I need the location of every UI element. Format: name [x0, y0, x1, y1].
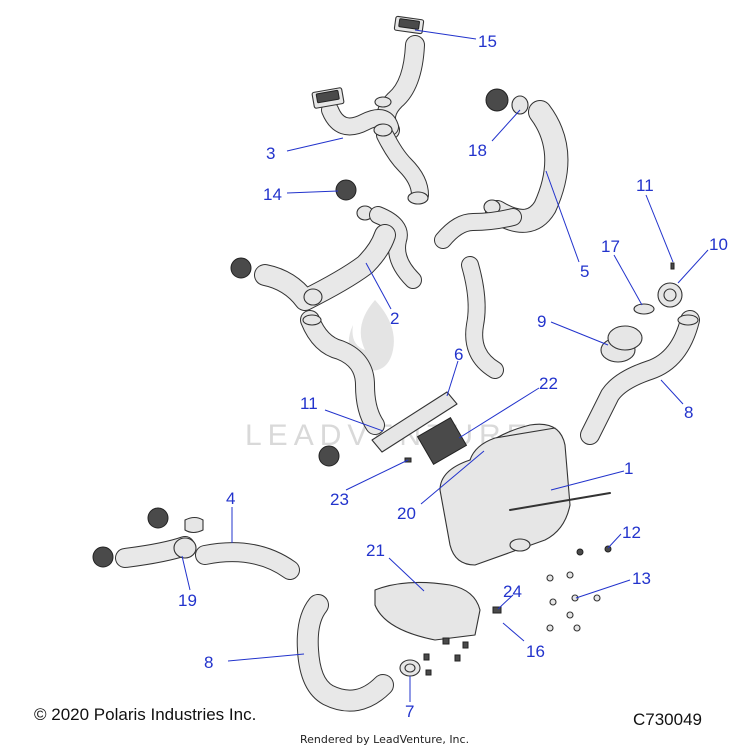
exhaust-hose-lower: [296, 594, 421, 712]
lower-shield-and-hardware: [374, 545, 612, 676]
resonator-part-9: [600, 325, 643, 363]
intake-hose-lower-left: [92, 507, 300, 580]
callout-22: 22: [539, 374, 558, 393]
copyright-notice: © 2020 Polaris Industries Inc.: [34, 705, 257, 724]
callout-9: 9: [537, 312, 546, 331]
callout-15: 15: [478, 32, 497, 51]
callout-12: 12: [622, 523, 641, 542]
callout-17: 17: [601, 237, 620, 256]
heat-shield-bracket-assembly: [318, 391, 468, 467]
callout-labels: 15 3 18 14 11 10 17 5 2 9 6 22 11 8 1 23…: [178, 32, 728, 721]
callout-8-lower: 8: [204, 653, 213, 672]
intake-duct-assembly-upper: [311, 15, 429, 205]
callout-4: 4: [226, 489, 235, 508]
callout-19: 19: [178, 591, 197, 610]
callout-24: 24: [503, 582, 522, 601]
leader-lines: [181, 29, 709, 702]
diagram-code: C730049: [633, 710, 703, 729]
callout-21: 21: [366, 541, 385, 560]
callout-3: 3: [266, 144, 275, 163]
intake-hose-mid-left: [230, 179, 422, 435]
callout-16: 16: [526, 642, 545, 661]
callout-5: 5: [580, 262, 589, 281]
callout-6: 6: [454, 345, 463, 364]
exhaust-components-right: [580, 262, 700, 445]
callout-18: 18: [468, 141, 487, 160]
callout-20: 20: [397, 504, 416, 523]
callout-14: 14: [263, 185, 282, 204]
callout-11-top: 11: [636, 176, 654, 195]
muffler-part-1: [439, 423, 611, 566]
callout-2: 2: [390, 309, 399, 328]
intake-hose-right: [434, 88, 569, 379]
callout-11-mid: 11: [300, 394, 318, 413]
callout-1: 1: [624, 459, 633, 478]
callout-13: 13: [632, 569, 651, 588]
callout-10: 10: [709, 235, 728, 254]
callout-23: 23: [330, 490, 349, 509]
rendered-by-credit: Rendered by LeadVenture, Inc.: [300, 733, 470, 746]
callout-8-right: 8: [684, 403, 693, 422]
callout-7: 7: [405, 702, 414, 721]
